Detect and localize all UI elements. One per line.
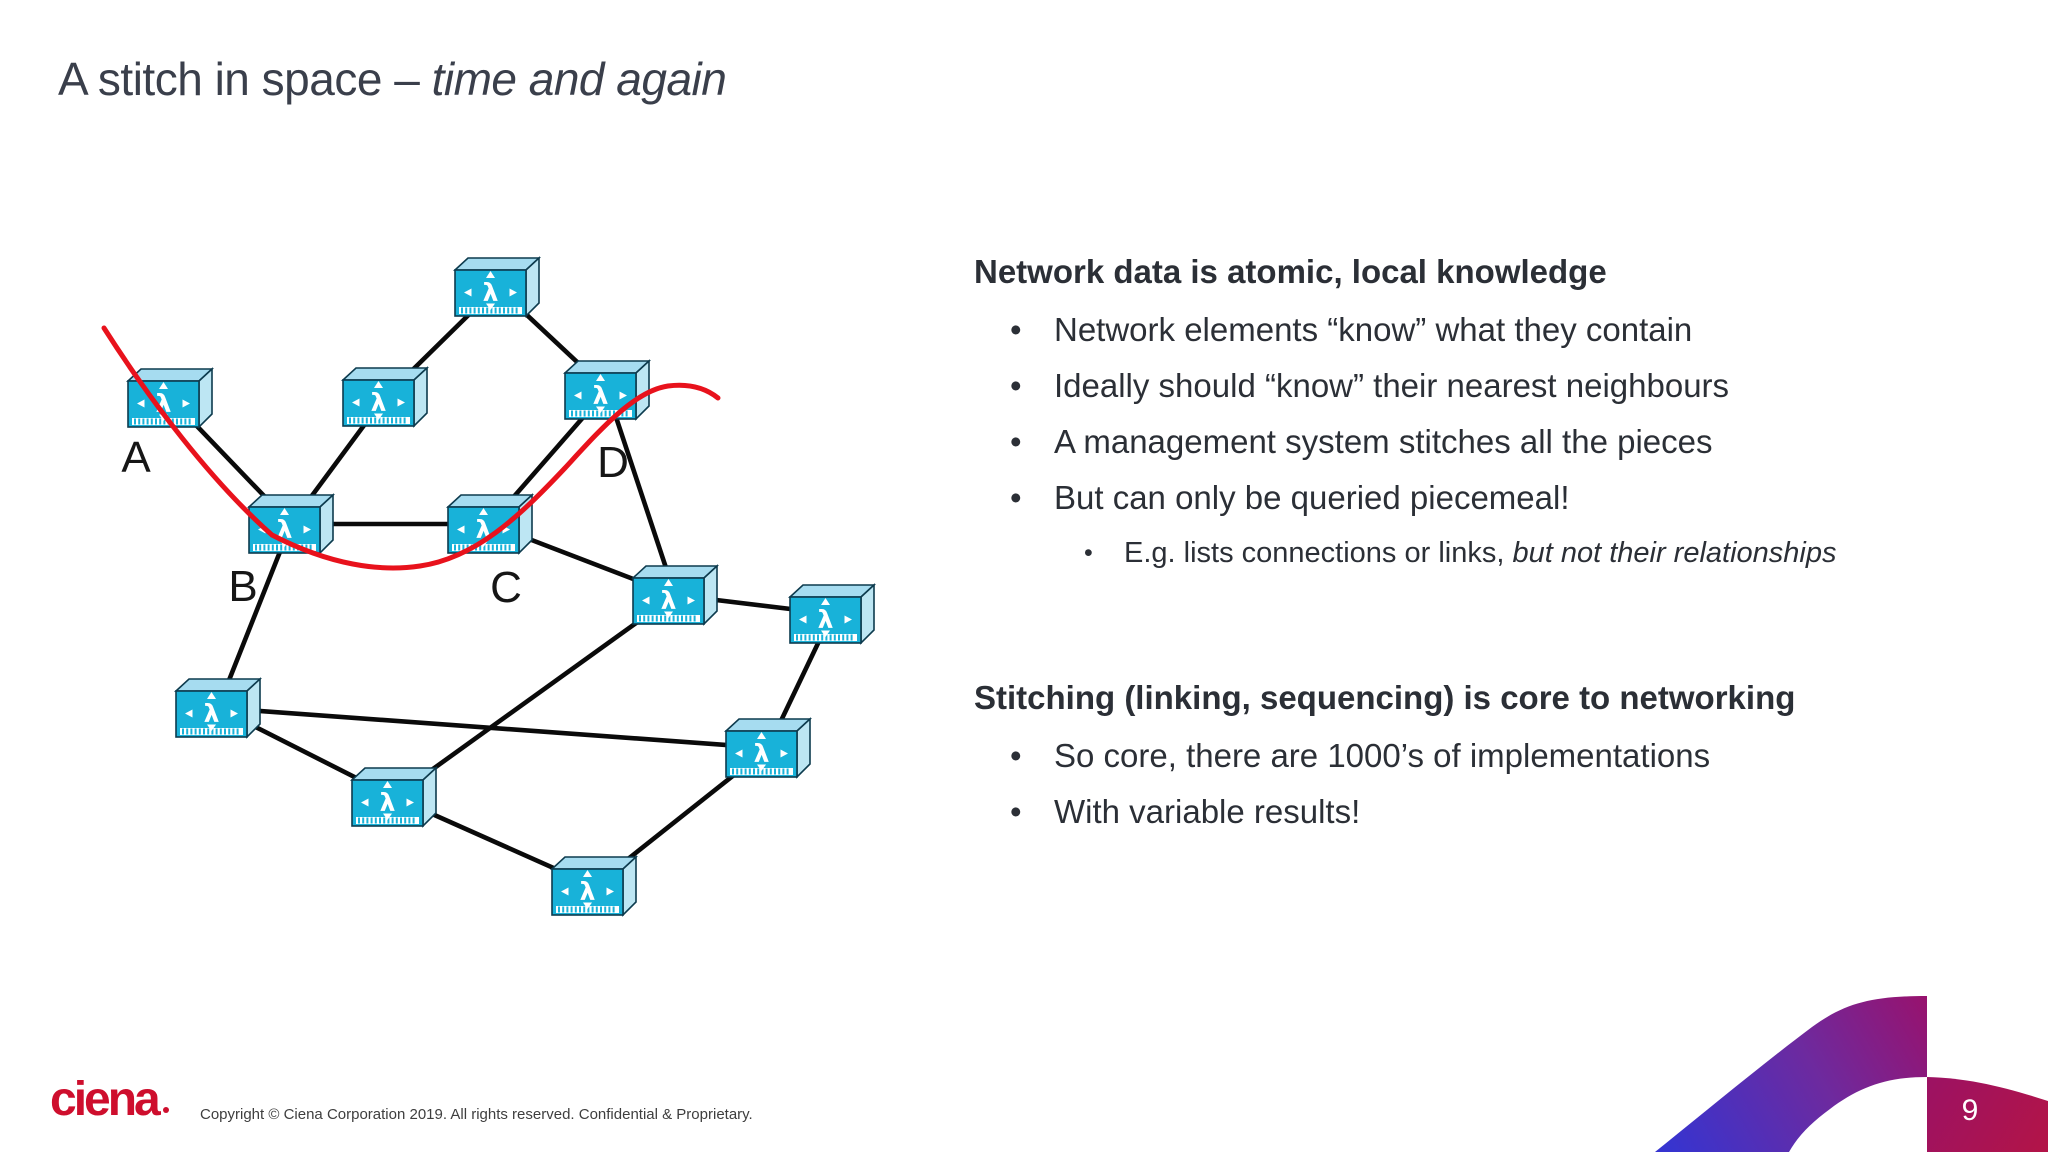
- bullet-item: • A management system stitches all the pi…: [974, 414, 2040, 470]
- network-node-n9: λ: [173, 677, 263, 739]
- svg-text:λ: λ: [593, 381, 609, 410]
- svg-text:λ: λ: [818, 605, 834, 634]
- edge-B-n9: [215, 523, 294, 709]
- node-top-face: [549, 856, 639, 870]
- lambda-switch-icon: λ: [561, 870, 614, 909]
- page-number: 9: [1961, 1094, 1979, 1127]
- block1-sub-bullet-list: • E.g. lists connections or links, but no…: [974, 526, 2040, 580]
- node-top-face: [445, 494, 535, 508]
- lambda-switch-icon: λ: [799, 598, 852, 637]
- sub-bullet-text-italic: but not their relationships: [1512, 537, 1837, 569]
- network-node-n3: λ: [340, 366, 430, 428]
- lambda-switch-icon: λ: [361, 781, 414, 820]
- edge-D-n7: [604, 389, 678, 596]
- network-node-n1: λ: [452, 256, 542, 318]
- svg-text:λ: λ: [380, 788, 396, 817]
- corner-swoosh-band: [1655, 996, 1927, 1152]
- svg-text:λ: λ: [483, 278, 499, 307]
- network-node-n7: λ: [630, 564, 720, 626]
- svg-text:λ: λ: [371, 388, 387, 417]
- bullet-item: • With variable results!: [974, 784, 2040, 840]
- bullet-text: Network elements “know” what they contai…: [1054, 311, 1693, 348]
- network-node-C: λ: [445, 493, 535, 555]
- node-top-face: [723, 718, 813, 732]
- node-label-C: C: [490, 563, 522, 612]
- ciena-logo-text: ciena: [50, 1073, 161, 1126]
- lambda-switch-icon: λ: [735, 732, 788, 771]
- slide-title-dash: –: [394, 53, 432, 105]
- slide-title-italic: time and again: [431, 53, 727, 105]
- network-node-n8: λ: [787, 583, 877, 645]
- bullet-item: • So core, there are 1000’s of implementa…: [974, 728, 2040, 784]
- node-top-face: [562, 360, 652, 374]
- slide-title: A stitch in space – time and again: [58, 52, 727, 106]
- ciena-logo: ciena: [50, 1076, 169, 1124]
- bullet-text: But can only be queried piecemeal!: [1054, 479, 1570, 516]
- svg-text:λ: λ: [661, 586, 677, 615]
- node-top-face: [452, 257, 542, 271]
- slide-title-regular: A stitch in space: [58, 53, 395, 105]
- bullet-marker: •: [1010, 367, 1022, 404]
- node-top-face: [246, 494, 336, 508]
- node-top-face: [787, 584, 877, 598]
- node-label-B: B: [228, 562, 257, 611]
- svg-text:λ: λ: [580, 877, 596, 906]
- copyright-text: Copyright © Ciena Corporation 2019. All …: [200, 1106, 753, 1123]
- svg-text:λ: λ: [204, 699, 220, 728]
- bullet-text: So core, there are 1000’s of implementat…: [1054, 737, 1711, 774]
- network-node-n11: λ: [723, 717, 813, 779]
- svg-text:λ: λ: [754, 739, 770, 768]
- lambda-switch-icon: λ: [642, 579, 695, 618]
- node-top-face: [630, 565, 720, 579]
- bullet-marker: •: [1010, 737, 1022, 774]
- right-text-column: Network data is atomic, local knowledge …: [974, 250, 2040, 840]
- bullet-item: • Ideally should “know” their nearest nei…: [974, 358, 2040, 414]
- sub-bullet-text-regular: E.g. lists connections or links,: [1124, 537, 1513, 569]
- edge-n7-n10: [392, 593, 677, 799]
- node-top-face: [173, 678, 263, 692]
- bullet-marker: •: [1010, 423, 1022, 460]
- node-label-D: D: [597, 438, 629, 487]
- network-node-n10: λ: [349, 766, 439, 828]
- bullet-text: A management system stitches all the pie…: [1054, 423, 1713, 460]
- node-top-face: [349, 767, 439, 781]
- sub-bullet-item: • E.g. lists connections or links, but no…: [974, 526, 2040, 580]
- block2-heading: Stitching (linking, sequencing) is core …: [974, 679, 1796, 716]
- network-node-n12: λ: [549, 855, 639, 917]
- lambda-switch-icon: λ: [574, 374, 627, 413]
- lambda-switch-icon: λ: [352, 381, 405, 420]
- bullet-marker: •: [1010, 479, 1022, 516]
- logo-dot-icon: [162, 1107, 169, 1113]
- lambda-switch-icon: λ: [185, 692, 238, 731]
- bullet-text: With variable results!: [1054, 793, 1361, 830]
- bullet-text: Ideally should “know” their nearest neig…: [1054, 367, 1730, 404]
- red-stitch-curve: [101, 325, 721, 571]
- bullet-marker: •: [1010, 311, 1022, 348]
- block1-heading: Network data is atomic, local knowledge: [974, 253, 1607, 290]
- bullet-marker: •: [1010, 793, 1022, 830]
- bullet-item: • Network elements “know” what they conta…: [974, 302, 2040, 358]
- node-top-face: [340, 367, 430, 381]
- lambda-switch-icon: λ: [464, 271, 517, 310]
- network-node-A: λ: [125, 367, 215, 429]
- block1-bullet-list: • Network elements “know” what they conta…: [974, 302, 2040, 526]
- corner-swoosh-graphic: [1655, 996, 2048, 1152]
- bullet-item: • But can only be queried piecemeal!: [974, 470, 2040, 526]
- corner-page-block: [1927, 1077, 2048, 1152]
- edge-n9-n11: [217, 705, 769, 751]
- node-label-A: A: [121, 433, 151, 482]
- bullet-marker: •: [1084, 539, 1093, 567]
- network-node-D: λ: [562, 359, 652, 421]
- block2-bullet-list: • So core, there are 1000’s of implementa…: [974, 728, 2040, 840]
- network-node-B: λ: [246, 493, 336, 555]
